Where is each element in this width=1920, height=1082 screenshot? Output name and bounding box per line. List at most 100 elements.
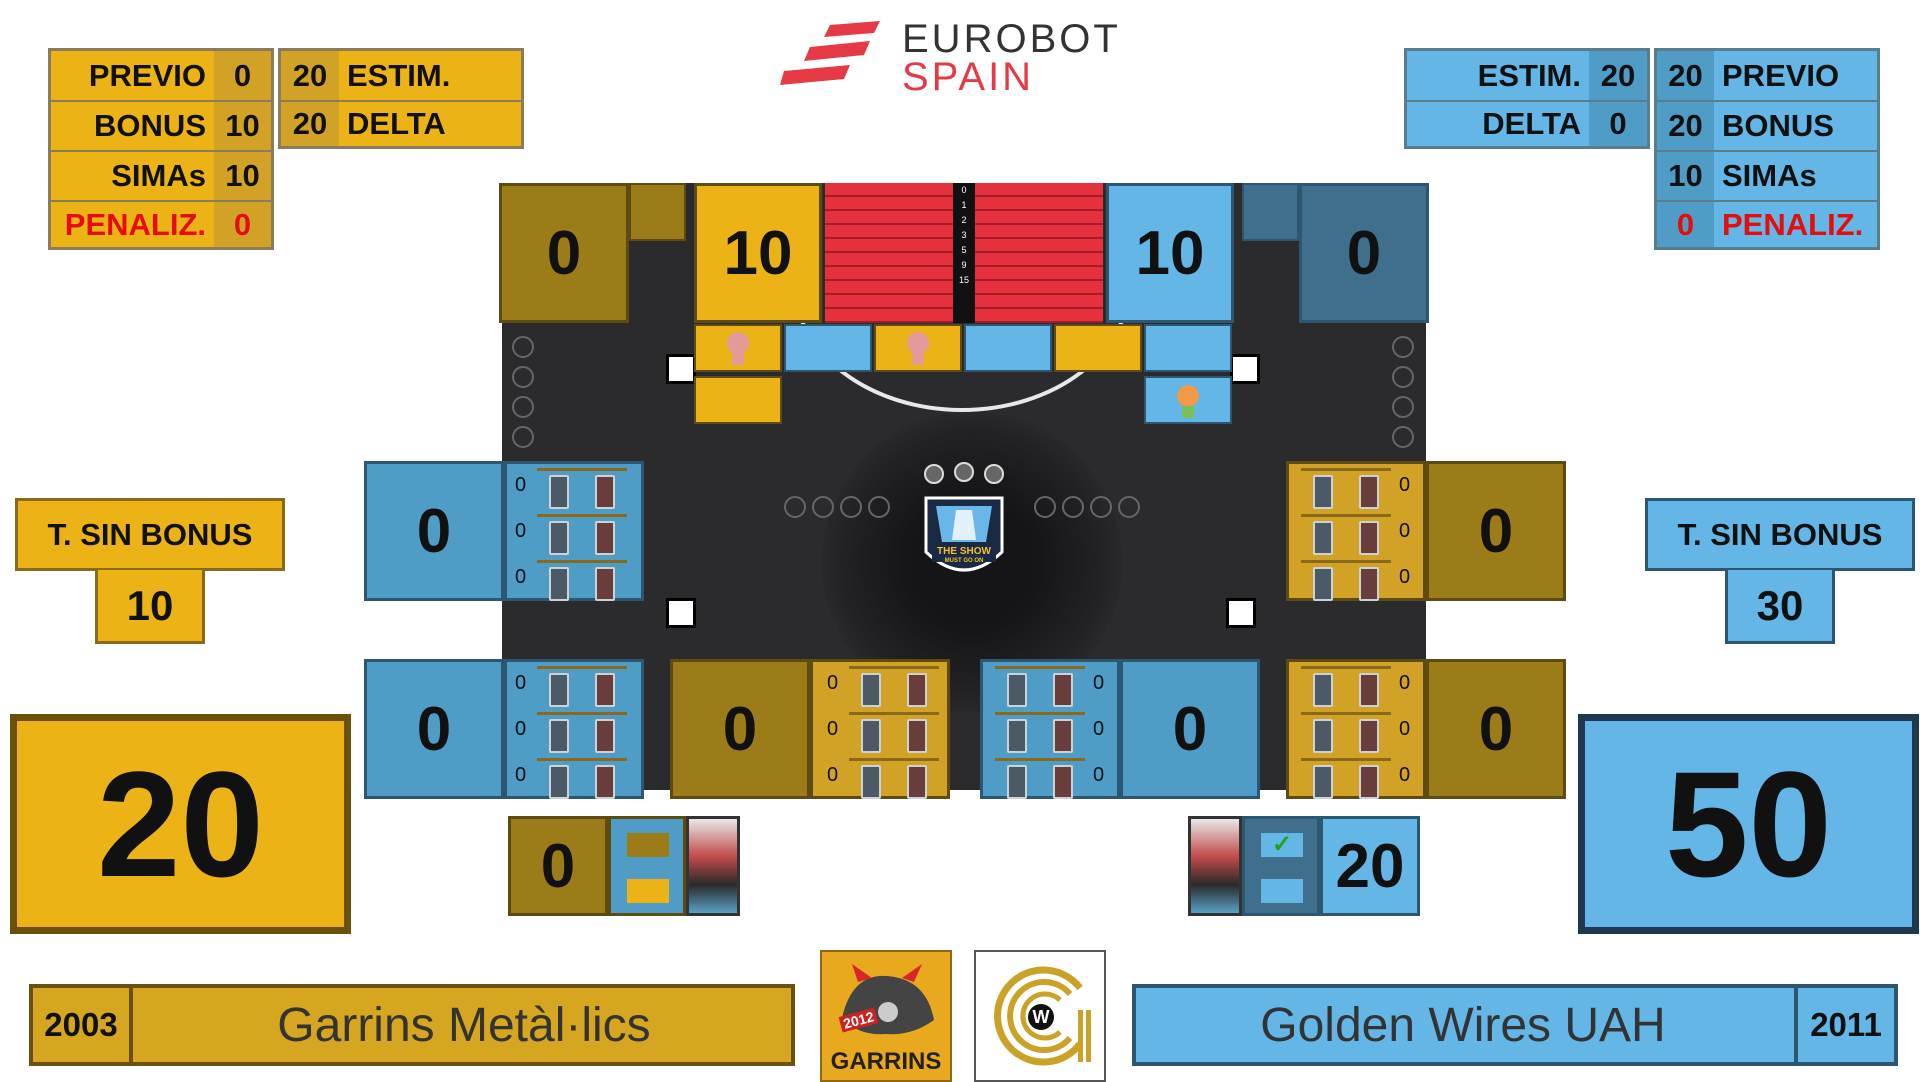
yellow-delta-label: DELTA bbox=[339, 100, 521, 146]
rack-count: 0 bbox=[827, 672, 839, 694]
robot-icon bbox=[1359, 475, 1379, 509]
ladder-step: 2 bbox=[961, 215, 967, 225]
yellow-total-score: 20 bbox=[10, 714, 351, 934]
rack-shelf bbox=[1301, 560, 1391, 601]
robot-icon bbox=[595, 567, 615, 601]
blue-stat-value-simas: 10 bbox=[1657, 150, 1714, 200]
rack-shelf bbox=[849, 666, 939, 707]
robot-icon bbox=[549, 765, 569, 799]
zone-blue-left-upper: 0 bbox=[364, 461, 504, 601]
boar-icon bbox=[842, 964, 934, 1035]
zone-yellow-right-upper: 0 bbox=[1426, 461, 1566, 601]
indicator-slot bbox=[627, 833, 669, 857]
rack-shelf bbox=[537, 758, 627, 799]
top-zone-yellow-score: 10 bbox=[694, 183, 822, 323]
robot-icon bbox=[1313, 475, 1333, 509]
robot-icon bbox=[1007, 673, 1027, 707]
rack-area: 0 0 0 bbox=[810, 659, 950, 799]
rack-count: 0 bbox=[1399, 764, 1411, 786]
rack-shelf bbox=[1301, 468, 1391, 509]
yellow-stat-label-simas: SIMAs bbox=[51, 150, 214, 200]
robot-icon bbox=[861, 765, 881, 799]
robot-icon bbox=[1359, 765, 1379, 799]
eurobot-swoosh-icon bbox=[780, 21, 880, 85]
blue-stat-value-previo: 20 bbox=[1657, 51, 1714, 100]
blue-delta-label: DELTA bbox=[1407, 100, 1589, 146]
robot-icon bbox=[861, 673, 881, 707]
blue-estim-table: ESTIM. 20 DELTA 0 bbox=[1404, 48, 1650, 149]
blue-total-score-value: 50 bbox=[1665, 739, 1832, 908]
rack-shelf bbox=[995, 758, 1085, 799]
blue-bonus-value: 30 bbox=[1725, 570, 1835, 644]
indicator-slot: ✓ bbox=[1261, 833, 1303, 857]
zone-yellow-right-upper-value: 0 bbox=[1478, 496, 1514, 566]
yellow-team-year: 2003 bbox=[33, 988, 133, 1062]
yellow-stats-table: PREVIO 0 BONUS 10 SIMAs 10 PENALIZ. 0 bbox=[48, 48, 274, 250]
rack-count: 0 bbox=[515, 718, 527, 740]
field-circle bbox=[1392, 426, 1414, 448]
rack-shelf bbox=[537, 468, 627, 509]
plant-figure-icon bbox=[727, 332, 749, 365]
center-logo-line1: THE SHOW bbox=[937, 546, 991, 557]
field-circle bbox=[512, 336, 534, 358]
rack-count: 0 bbox=[1093, 764, 1105, 786]
top-zone-blue-small bbox=[1242, 183, 1299, 241]
field-circle bbox=[512, 396, 534, 418]
yellow-stat-value-simas: 10 bbox=[214, 150, 271, 200]
rack-shelf bbox=[1301, 666, 1391, 707]
robot-icon bbox=[1359, 673, 1379, 707]
field-circle bbox=[784, 496, 806, 518]
field-circle bbox=[1392, 366, 1414, 388]
robot-icon bbox=[1053, 719, 1073, 753]
ladder-step: 5 bbox=[961, 245, 967, 255]
garrins-team-logo: 2012 GARRINS bbox=[820, 950, 952, 1082]
rack-count: 0 bbox=[1399, 566, 1411, 588]
rack-area: 0 0 0 bbox=[980, 659, 1120, 799]
robot-icon bbox=[907, 719, 927, 753]
rack-shelf bbox=[849, 712, 939, 753]
yellow-bonus-label: T. SIN BONUS bbox=[15, 498, 285, 571]
brand-line1: EUROBOT bbox=[902, 17, 1121, 61]
yellow-stat-label-bonus: BONUS bbox=[51, 100, 214, 150]
yellow-delta-value: 20 bbox=[281, 100, 339, 146]
rack-shelf bbox=[995, 712, 1085, 753]
blue-robot-score-value: 20 bbox=[1335, 831, 1405, 901]
yellow-total-score-value: 20 bbox=[97, 739, 264, 908]
blue-stat-label-simas: SIMAs bbox=[1714, 150, 1877, 200]
blue-stat-label-penaliz: PENALIZ. bbox=[1714, 200, 1877, 247]
robot-icon bbox=[595, 765, 615, 799]
rack-count: 0 bbox=[1093, 672, 1105, 694]
robot-icon bbox=[907, 673, 927, 707]
robot-icon bbox=[1053, 673, 1073, 707]
ladder-step: 9 bbox=[961, 260, 967, 270]
blue-robot-score: 20 bbox=[1320, 816, 1420, 916]
rack-count: 0 bbox=[1399, 474, 1411, 496]
robot-icon bbox=[1359, 719, 1379, 753]
rack-area: 0 0 0 bbox=[504, 659, 644, 799]
yellow-robot-score-value: 0 bbox=[540, 831, 576, 901]
top-zone-blue-score-value: 10 bbox=[1135, 218, 1205, 288]
ladder-step: 3 bbox=[961, 230, 967, 240]
rack-count: 0 bbox=[1399, 672, 1411, 694]
zone-blue-center-lower: 0 bbox=[1120, 659, 1260, 799]
rack-area: 0 0 0 bbox=[504, 461, 644, 601]
ladder: 0 1 2 3 5 9 15 bbox=[953, 183, 975, 323]
field-circle bbox=[1034, 496, 1056, 518]
yellow-stat-value-bonus: 10 bbox=[214, 100, 271, 150]
rack-count: 0 bbox=[515, 672, 527, 694]
rack-shelf bbox=[1301, 712, 1391, 753]
yellow-stat-label-previo: PREVIO bbox=[51, 51, 214, 100]
yellow-stat-value-previo: 0 bbox=[214, 51, 271, 100]
yellow-team-bar: 2003 Garrins Metàl·lics bbox=[29, 984, 795, 1066]
top-zone-red-block-yellow bbox=[825, 183, 953, 323]
zone-small-blue bbox=[1144, 324, 1232, 372]
ladder-step: 15 bbox=[958, 275, 969, 285]
robot-icon bbox=[1007, 719, 1027, 753]
robot-card-icon bbox=[1188, 816, 1242, 916]
zone-small-blue bbox=[964, 324, 1052, 372]
field-circle bbox=[512, 366, 534, 388]
rack-shelf bbox=[1301, 758, 1391, 799]
yellow-stat-value-penaliz: 0 bbox=[214, 200, 271, 247]
top-zone-blue-right-value: 0 bbox=[1346, 218, 1382, 288]
field-circle bbox=[512, 426, 534, 448]
